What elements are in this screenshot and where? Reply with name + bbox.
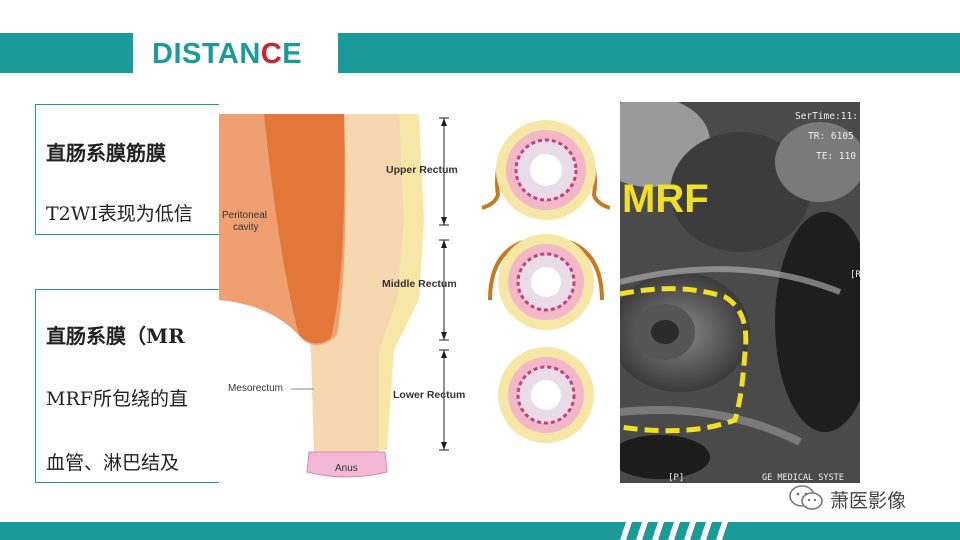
title-accent: C xyxy=(260,38,283,70)
title-bar-left xyxy=(0,33,133,73)
watermark-text: 萧医影像 xyxy=(830,490,907,512)
cross-sections-illustration xyxy=(481,119,611,443)
slide-title: DISTANCE xyxy=(152,34,302,74)
box1-line1: T2WI表现为低信 xyxy=(46,203,193,225)
mri-sertime: SerTime:11: xyxy=(795,111,858,122)
lower-rectum-label: Lower Rectum xyxy=(393,389,465,401)
upper-rectum-label: Upper Rectum xyxy=(386,164,458,176)
mri-mrf-label: MRF xyxy=(622,177,709,221)
rectum-cross-sections xyxy=(470,100,622,483)
mesorectum-label: Mesorectum xyxy=(228,383,283,394)
bottom-bar xyxy=(0,522,960,540)
box1-heading: 直肠系膜筋膜 xyxy=(46,141,166,165)
watermark: 萧医影像 xyxy=(788,484,948,514)
anus-label: Anus xyxy=(335,463,358,474)
middle-rectum-label: Middle Rectum xyxy=(382,278,457,290)
mri-tr: TR: 6105 xyxy=(808,131,854,142)
title-end: E xyxy=(282,38,303,70)
mri-scan-illustration: MRF SerTime:11: TR: 6105 TE: 110 [R [P] … xyxy=(620,102,860,483)
peritoneal-label-1: Peritoneal xyxy=(222,210,267,221)
box2-line1: MRF所包绕的直 xyxy=(46,388,188,410)
mri-r-marker: [R xyxy=(850,270,860,280)
title-main: DISTAN xyxy=(152,38,261,70)
box2-heading: 直肠系膜（MR xyxy=(46,324,185,348)
title-bar-right xyxy=(338,33,960,73)
mri-manufacturer: GE MEDICAL SYSTE xyxy=(762,473,844,483)
peritoneal-label-2: cavity xyxy=(233,222,259,233)
mri-p-marker: [P] xyxy=(668,473,684,483)
mri-te: TE: 110 xyxy=(816,151,856,162)
wechat-icon xyxy=(789,485,823,510)
bottom-bar-stripes xyxy=(620,522,728,540)
mri-scan-image: MRF SerTime:11: TR: 6105 TE: 110 [R [P] … xyxy=(620,102,860,483)
box2-line2: 血管、淋巴结及 xyxy=(46,452,180,474)
rectum-anatomy-illustration: Peritoneal cavity Upper Rectum Middle Re… xyxy=(219,114,465,478)
rectum-anatomy-diagram: Peritoneal cavity Upper Rectum Middle Re… xyxy=(219,100,489,483)
